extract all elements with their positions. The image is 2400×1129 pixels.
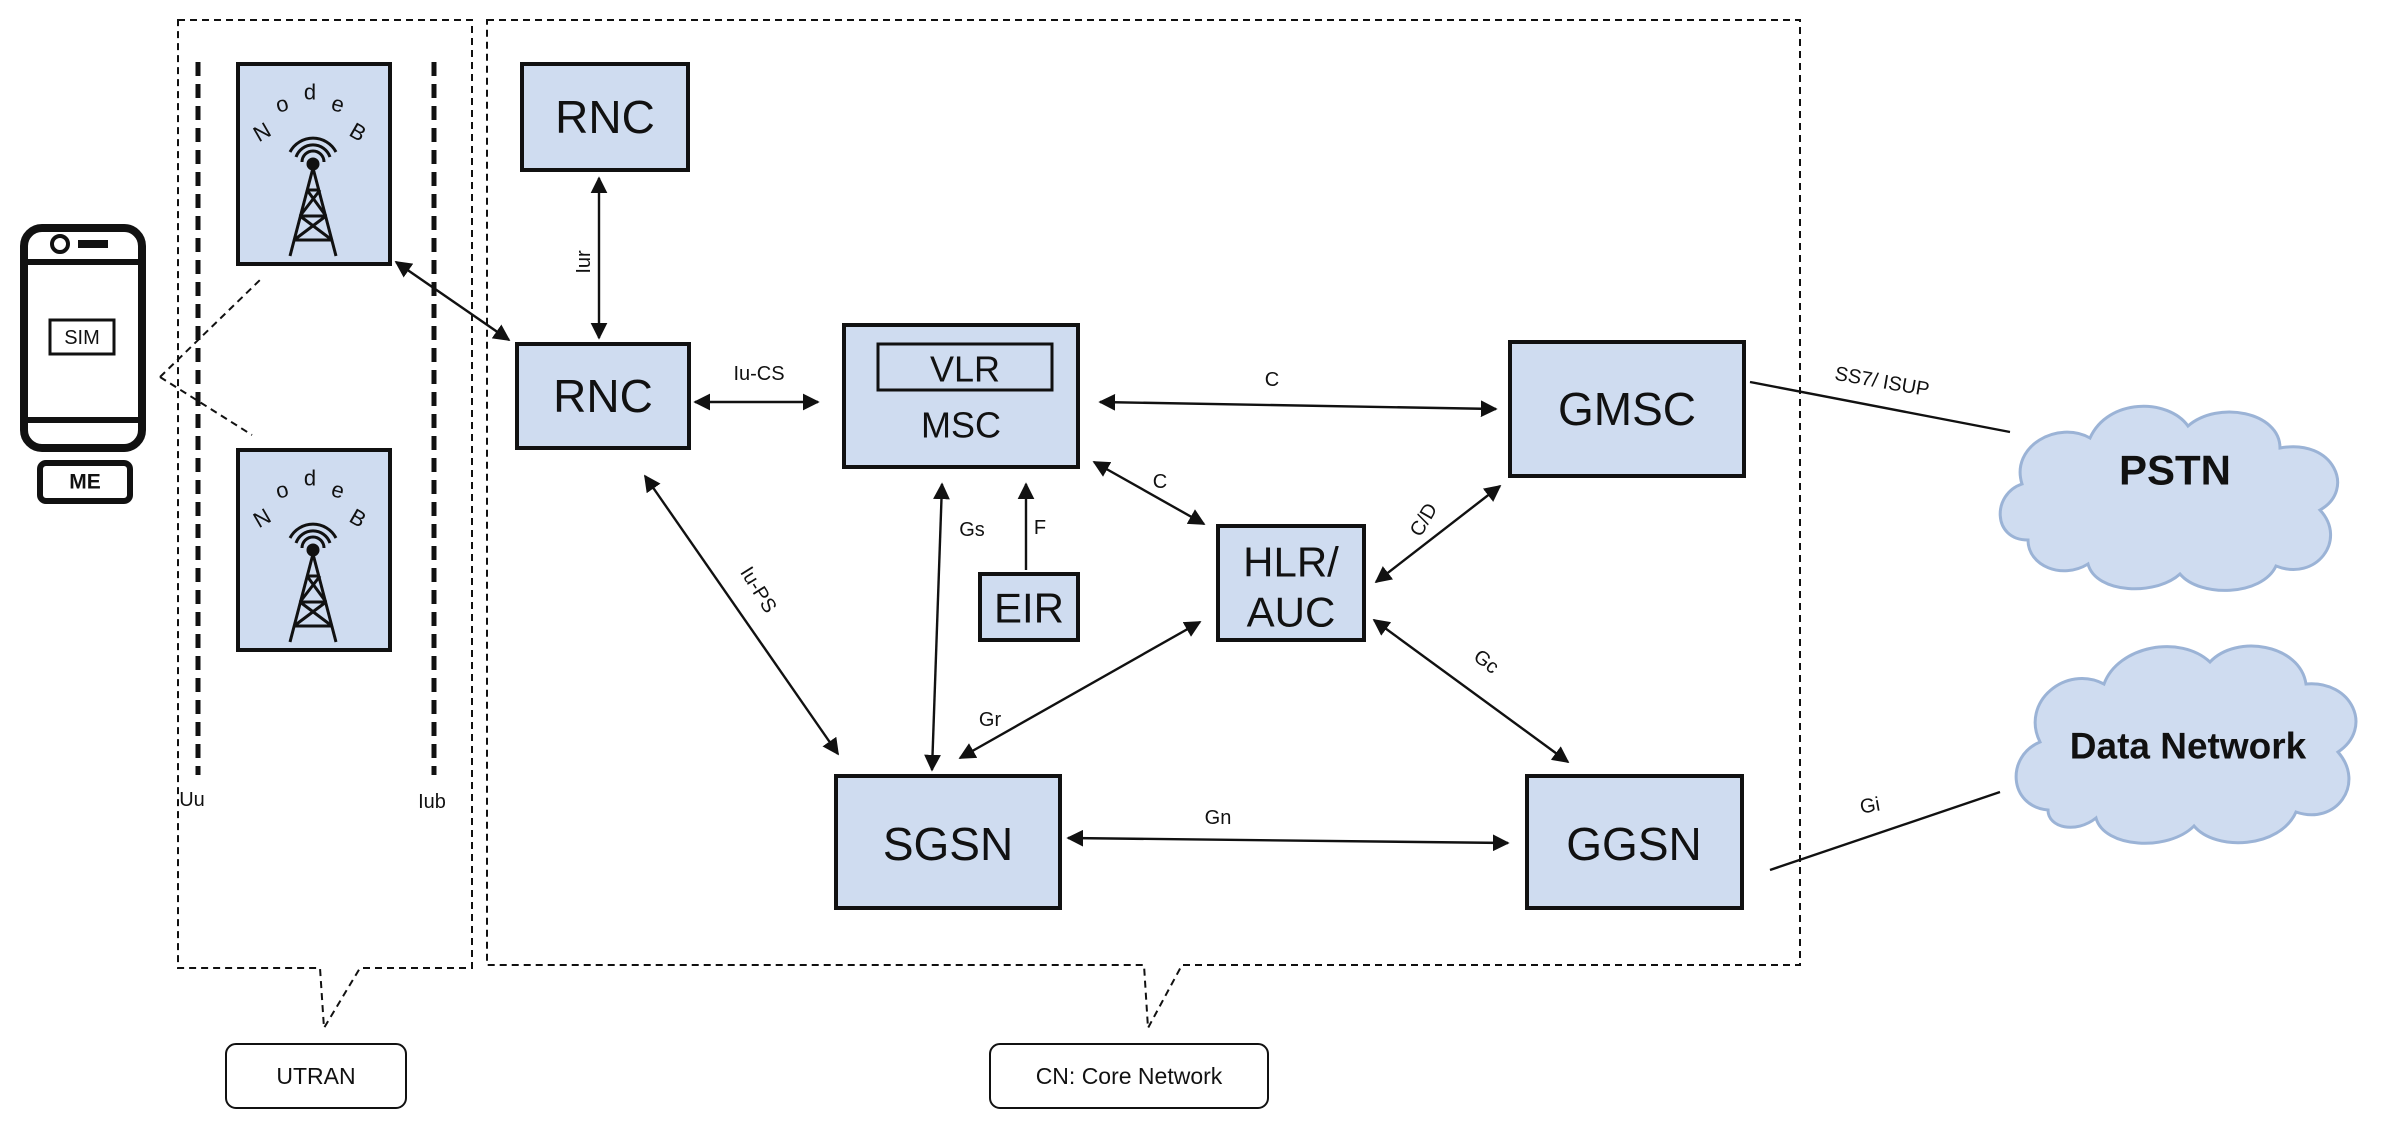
sim-card [48,318,116,356]
eir-node: EIR [978,572,1080,642]
hlr-auc-node: HLR/ AUC [1216,524,1366,642]
camera-icon [50,234,70,254]
c-msc-gmsc-label: C [1265,369,1279,391]
utran-label-box: UTRAN [225,1043,407,1109]
gi-label: Gi [1858,793,1882,818]
ggsn-node: GGSN [1525,774,1744,910]
sgsn-node: SGSN [834,774,1062,910]
radio-link-to-nodeb-2 [159,376,253,436]
speaker-icon [78,240,108,248]
svg-text:GGSN: GGSN [1566,818,1701,870]
gn-link [1066,829,1510,852]
iu-ps-link [644,474,839,756]
gn-label: Gn [1205,807,1232,829]
svg-text:d: d [304,80,316,105]
iur-label: Iur [573,250,595,274]
svg-text:EIR: EIR [994,585,1064,632]
nodeb-1: N o d e B [236,62,392,266]
vlr-box [876,342,1054,392]
c-msc-gmsc-link [1098,393,1498,418]
gi-link [1769,790,2001,872]
vlr-label: VLR [930,349,1000,390]
msc-label: MSC [921,405,1001,446]
ss7-isup-link [1749,380,2011,434]
gc-link [1372,619,1570,763]
gr-link [958,620,1202,760]
rnc-top-node: RNC [520,62,690,172]
core-network-region [486,19,1801,1032]
c-msc-hlr-link [1092,460,1206,526]
iu-ps-label: Iu-PS [735,563,780,617]
me-badge [37,460,133,504]
svg-text:PSTN: PSTN [2119,447,2231,494]
svg-text:HLR/: HLR/ [1243,539,1339,586]
gs-link [924,482,950,772]
ss7-isup-label: SS7/ ISUP [1833,363,1931,401]
rnc-node: RNC [515,342,691,450]
gc-label: Gc [1469,645,1503,678]
f-label: F [1034,517,1046,539]
iub-link [394,261,511,341]
data-network-cloud: Data Network [2014,644,2358,845]
pstn-cloud: PSTN [1998,404,2340,592]
svg-text:UTRAN: UTRAN [276,1063,355,1089]
c-msc-hlr-label: C [1153,471,1167,493]
antenna-tower-icon [288,136,338,257]
svg-text:SGSN: SGSN [883,818,1013,870]
me-label: ME [69,471,101,494]
svg-text:d: d [304,466,316,491]
gr-label: Gr [979,709,1002,731]
svg-text:RNC: RNC [555,91,655,143]
svg-text:RNC: RNC [553,370,653,422]
svg-text:CN: Core Network: CN: Core Network [1036,1063,1223,1089]
msc-node: VLR MSC [842,323,1080,469]
svg-text:AUC: AUC [1247,589,1336,636]
iub-label: Iub [418,791,446,813]
sim-label: SIM [64,327,100,349]
mobile-device: SIM ME [20,224,146,504]
nodeb-2: N o d e B [236,448,392,652]
uu-label: Uu [179,789,205,811]
svg-text:Data Network: Data Network [2070,726,2307,767]
gs-label: Gs [959,519,985,541]
antenna-tower-icon [288,522,338,643]
iu-cs-label: Iu-CS [733,363,784,385]
utran-region [177,19,473,1032]
svg-text:GMSC: GMSC [1558,383,1696,435]
radio-link-to-nodeb-1 [159,277,263,378]
c-d-link [1374,484,1502,584]
gmsc-node: GMSC [1508,340,1746,478]
core-network-label-box: CN: Core Network [989,1043,1269,1109]
